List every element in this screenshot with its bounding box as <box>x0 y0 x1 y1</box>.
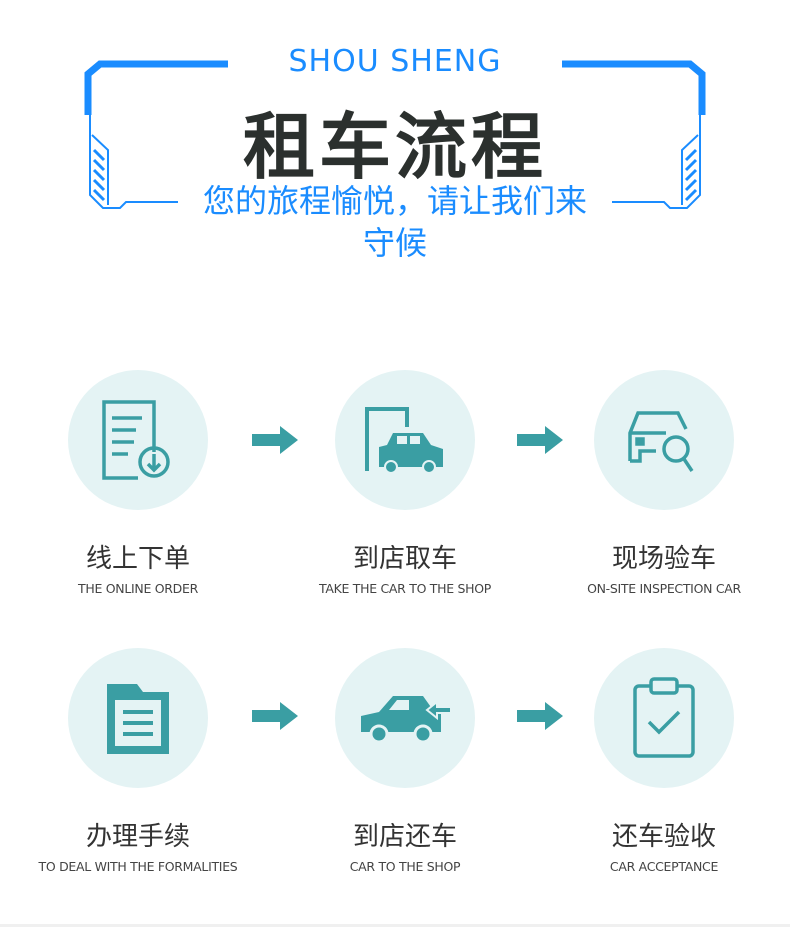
car-return-icon <box>361 696 452 744</box>
arrow-right-icon <box>252 426 298 454</box>
step-circle <box>335 648 475 788</box>
step-title: 现场验车 <box>611 544 716 574</box>
step-return-car: 到店还车 CAR TO THE SHOP <box>285 648 525 874</box>
page-title: 租车流程 <box>242 105 547 189</box>
arrow-right-icon <box>517 702 563 730</box>
subtitle: 您的旅程愉悦，请让我们来守候 <box>202 182 587 262</box>
step-circle <box>68 370 208 510</box>
step-online-order: 线上下单 THE ONLINE ORDER <box>18 370 258 596</box>
step-inspect-car: 现场验车 ON-SITE INSPECTION CAR <box>544 370 784 596</box>
step-pick-up-car: 到店取车 TAKE THE CAR TO THE SHOP <box>285 370 525 596</box>
step-circle <box>594 370 734 510</box>
step-circle <box>335 370 475 510</box>
step-subtitle: TO DEAL WITH THE FORMALITIES <box>38 859 238 874</box>
car-inspect-icon <box>628 411 694 472</box>
step-subtitle: THE ONLINE ORDER <box>78 581 198 596</box>
folder-document-icon <box>107 684 169 754</box>
step-acceptance: 还车验收 CAR ACCEPTANCE <box>544 648 784 874</box>
step-title: 线上下单 <box>85 544 190 574</box>
step-title: 到店还车 <box>352 822 457 852</box>
step-subtitle: TAKE THE CAR TO THE SHOP <box>319 581 491 596</box>
document-download-icon <box>102 400 170 480</box>
arrow-right-icon <box>517 426 563 454</box>
step-subtitle: CAR ACCEPTANCE <box>609 859 719 874</box>
divider <box>0 924 790 927</box>
header-frame-decoration <box>84 60 706 209</box>
step-subtitle: CAR TO THE SHOP <box>349 859 461 874</box>
brand-english: SHOU SHENG <box>288 44 502 79</box>
step-circle <box>594 648 734 788</box>
step-title: 还车验收 <box>611 822 716 852</box>
step-title: 到店取车 <box>352 544 457 574</box>
step-subtitle: ON-SITE INSPECTION CAR <box>587 581 741 596</box>
car-garage-icon <box>365 407 443 474</box>
step-title: 办理手续 <box>85 822 190 852</box>
step-circle <box>68 648 208 788</box>
step-formalities: 办理手续 TO DEAL WITH THE FORMALITIES <box>18 648 258 874</box>
clipboard-check-icon <box>633 677 695 758</box>
arrow-right-icon <box>252 702 298 730</box>
